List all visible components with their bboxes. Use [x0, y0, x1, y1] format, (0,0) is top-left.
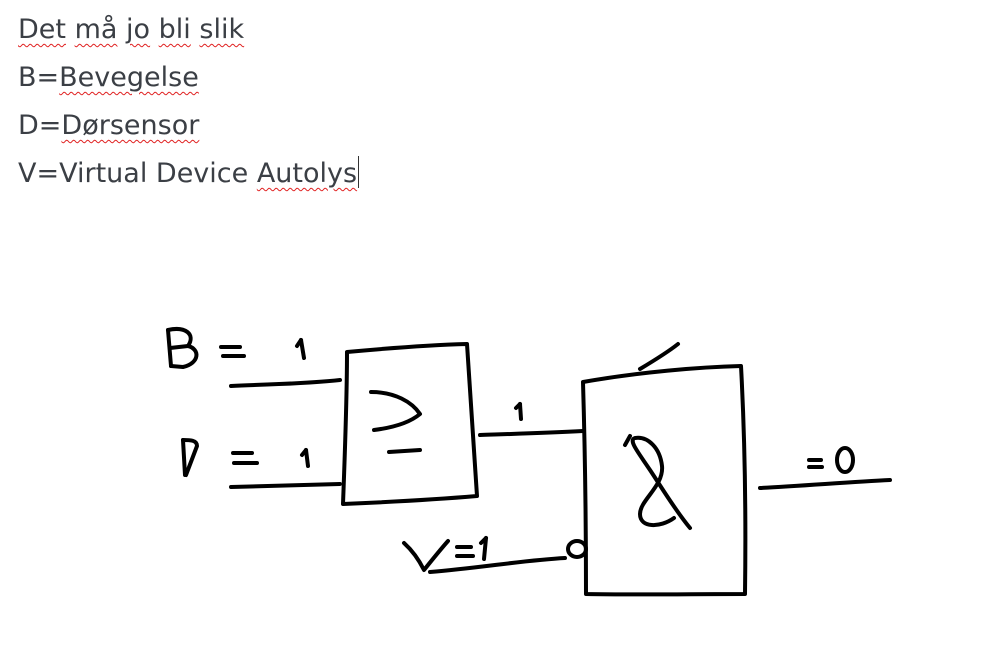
- text-caret: [358, 156, 360, 188]
- note-editor[interactable]: Det må jo bli slik B=Bevegelse D=Dørsens…: [18, 6, 718, 198]
- note-line-1: Det må jo bli slik: [18, 6, 718, 54]
- note-prefix: V=Virtual Device: [18, 158, 257, 189]
- note-line-4: V=Virtual Device Autolys: [18, 150, 718, 198]
- note-line-2: B=Bevegelse: [18, 54, 718, 102]
- note-line-3: D=Dørsensor: [18, 102, 718, 150]
- and-gate-top-stroke: [638, 342, 680, 371]
- b-input-label: [166, 327, 306, 369]
- note-word: Bevegelse: [59, 62, 199, 93]
- note-word: Autolys: [256, 158, 358, 189]
- note-word: Dørsensor: [61, 110, 200, 141]
- v-input-label: [402, 536, 488, 572]
- output-value: [807, 446, 855, 474]
- note-word: jo: [126, 14, 151, 45]
- b-input-wire: [229, 378, 342, 388]
- note-word: må: [74, 14, 118, 45]
- or-output-wire: [478, 429, 585, 437]
- v-input-wire: [428, 556, 567, 574]
- and-gate-symbol: [623, 434, 692, 530]
- note-word: slik: [199, 14, 245, 45]
- note-word: bli: [158, 14, 191, 45]
- or-gate: [341, 342, 479, 506]
- note-word: Det: [18, 14, 66, 45]
- d-input-wire: [229, 482, 342, 489]
- note-prefix: B=: [18, 62, 60, 93]
- note-prefix: D=: [18, 110, 62, 141]
- and-gate: [581, 364, 748, 597]
- output-wire: [758, 478, 892, 490]
- d-input-label: [181, 438, 310, 477]
- or-output-value: [514, 402, 523, 421]
- inversion-bubble: [566, 539, 588, 559]
- or-gate-symbol: [369, 390, 422, 454]
